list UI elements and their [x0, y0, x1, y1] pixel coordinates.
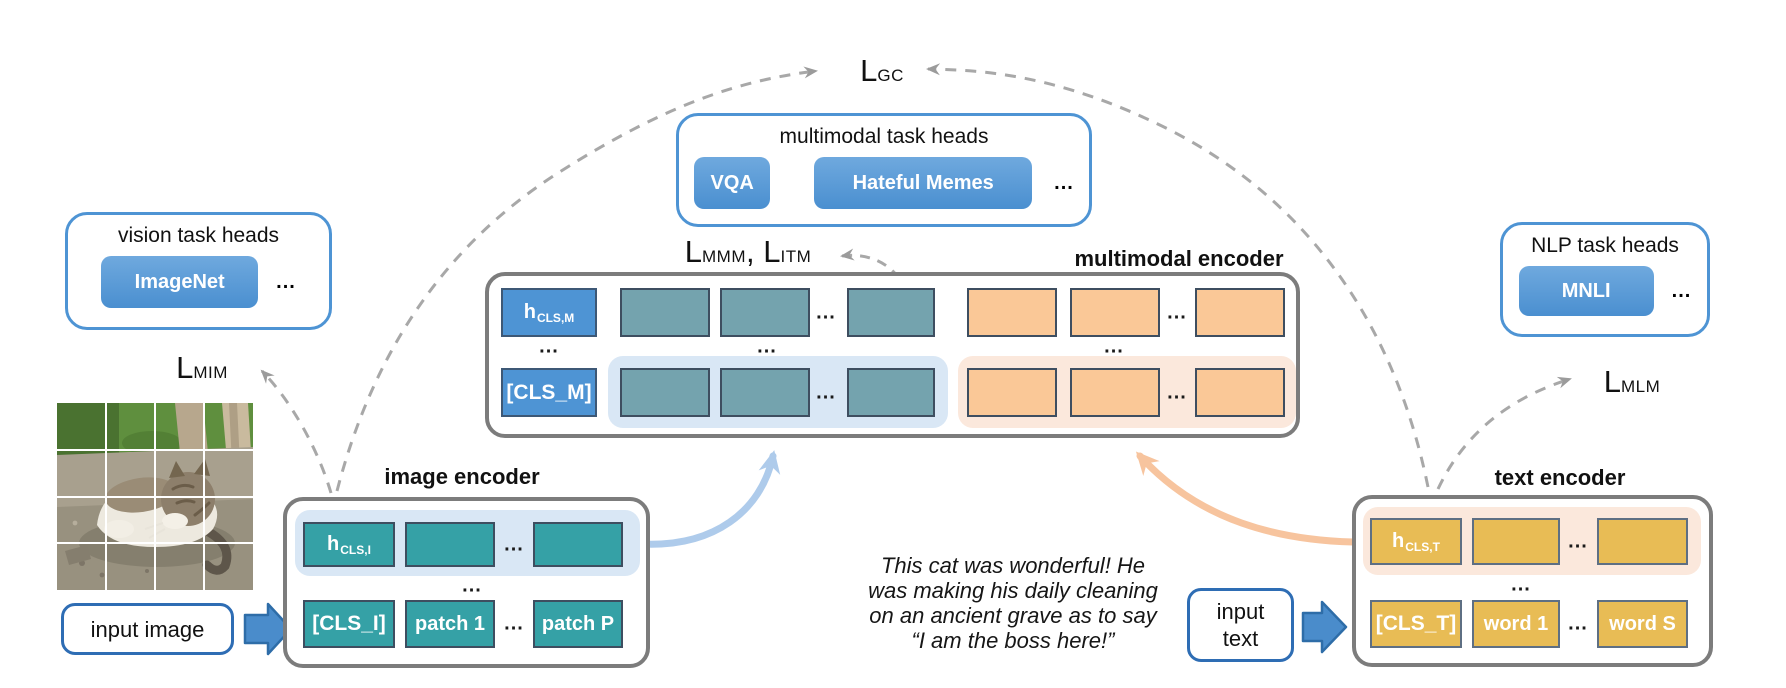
- mm-text-input-block: [1070, 368, 1160, 417]
- caption-line: “I am the boss here!”: [911, 628, 1115, 653]
- vision-task-heads-title: vision task heads: [117, 224, 280, 247]
- vision-heads-ellipsis: ...: [276, 270, 296, 293]
- hateful-memes-head: Hateful Memes: [814, 157, 1033, 209]
- text-cls-token: [CLS_T]: [1370, 600, 1462, 648]
- mm-text-hidden-block: [1195, 288, 1285, 337]
- mm-image-hidden-block: [847, 288, 935, 337]
- mm-image-hidden-block: [720, 288, 810, 337]
- mm-text-hidden-block: [967, 288, 1057, 337]
- multimodal-task-heads-box: multimodal task heads VQA Hateful Memes …: [676, 113, 1092, 227]
- loss-mim: LMIM: [176, 350, 228, 385]
- ellipsis: ...: [1167, 301, 1187, 324]
- ellipsis: ...: [1511, 573, 1531, 596]
- image-hidden-block: [533, 522, 623, 567]
- ellipsis: ...: [1568, 612, 1588, 635]
- text-encoder-title: text encoder: [1494, 465, 1626, 490]
- ellipsis: ...: [462, 574, 482, 597]
- ellipsis: ...: [1568, 530, 1588, 553]
- multimodal-task-heads-title: multimodal task heads: [779, 125, 989, 148]
- input-text-arrow: [1301, 600, 1348, 654]
- text-hidden-block: [1472, 518, 1560, 565]
- input-text-caption: This cat was wonderful! He was making hi…: [843, 553, 1183, 653]
- input-image-label: input image: [90, 616, 205, 642]
- nlp-task-heads-title: NLP task heads: [1531, 234, 1679, 257]
- mm-image-hidden-block: [620, 288, 710, 337]
- ellipsis: ...: [816, 301, 836, 324]
- image-patch-first: patch 1: [405, 600, 495, 648]
- mnli-head: MNLI: [1518, 266, 1654, 316]
- image-hidden-block: [405, 522, 495, 567]
- ellipsis: ...: [1104, 335, 1124, 358]
- vqa-head: VQA: [694, 157, 771, 209]
- multimodal-encoder-title: multimodal encoder: [1074, 246, 1284, 271]
- mm-image-input-block: [720, 368, 810, 417]
- dashed-arc-image-to-lmim: [260, 369, 333, 494]
- nlp-heads-ellipsis: ...: [1671, 279, 1692, 302]
- mm-text-input-block: [1195, 368, 1285, 417]
- nlp-task-heads-box: NLP task heads MNLI ...: [1500, 222, 1710, 337]
- loss-gc-sub: GC: [877, 66, 904, 85]
- flow-arrow-image-to-multimodal: [639, 450, 781, 548]
- loss-gc: LGC: [860, 53, 904, 89]
- text-word-last: word S: [1597, 600, 1688, 648]
- ellipsis: ...: [757, 335, 777, 358]
- mm-text-hidden-block: [1070, 288, 1160, 337]
- mm-image-input-block: [847, 368, 935, 417]
- vision-task-heads-box: vision task heads ImageNet ...: [65, 212, 332, 330]
- mm-text-input-block: [967, 368, 1057, 417]
- image-encoder-title: image encoder: [384, 464, 540, 489]
- input-image-label-box: input image: [61, 603, 234, 655]
- loss-gc-base: L: [860, 53, 878, 88]
- ellipsis: ...: [816, 381, 836, 404]
- loss-mmm-itm: LMMM, LITM: [684, 234, 812, 269]
- text-word-first: word 1: [1472, 600, 1560, 648]
- multimodal-heads-ellipsis: ...: [1054, 171, 1074, 194]
- image-cls-token: [CLS_I]: [303, 600, 395, 648]
- ellipsis: ...: [504, 612, 524, 635]
- ellipsis: ...: [1167, 381, 1187, 404]
- mm-cls-token: [CLS_M]: [501, 368, 597, 417]
- flow-arrow-text-to-multimodal: [1135, 451, 1357, 546]
- input-image-photo: [57, 403, 253, 590]
- image-patch-last: patch P: [533, 600, 623, 648]
- caption-line: was making his daily cleaning: [868, 578, 1158, 603]
- loss-mlm: LMLM: [1603, 364, 1661, 399]
- input-text-label-box: input text: [1187, 588, 1294, 662]
- caption-line: This cat was wonderful! He: [880, 553, 1146, 578]
- input-text-label-line1: input: [1216, 599, 1265, 624]
- ellipsis: ...: [504, 533, 524, 556]
- imagenet-head: ImageNet: [101, 256, 259, 308]
- ellipsis: ...: [539, 335, 559, 358]
- caption-line: on an ancient grave as to say: [869, 603, 1157, 628]
- text-hidden-block: [1597, 518, 1688, 565]
- cat-photo: [57, 403, 253, 590]
- input-text-label-line2: text: [1222, 626, 1259, 651]
- mm-image-input-block: [620, 368, 710, 417]
